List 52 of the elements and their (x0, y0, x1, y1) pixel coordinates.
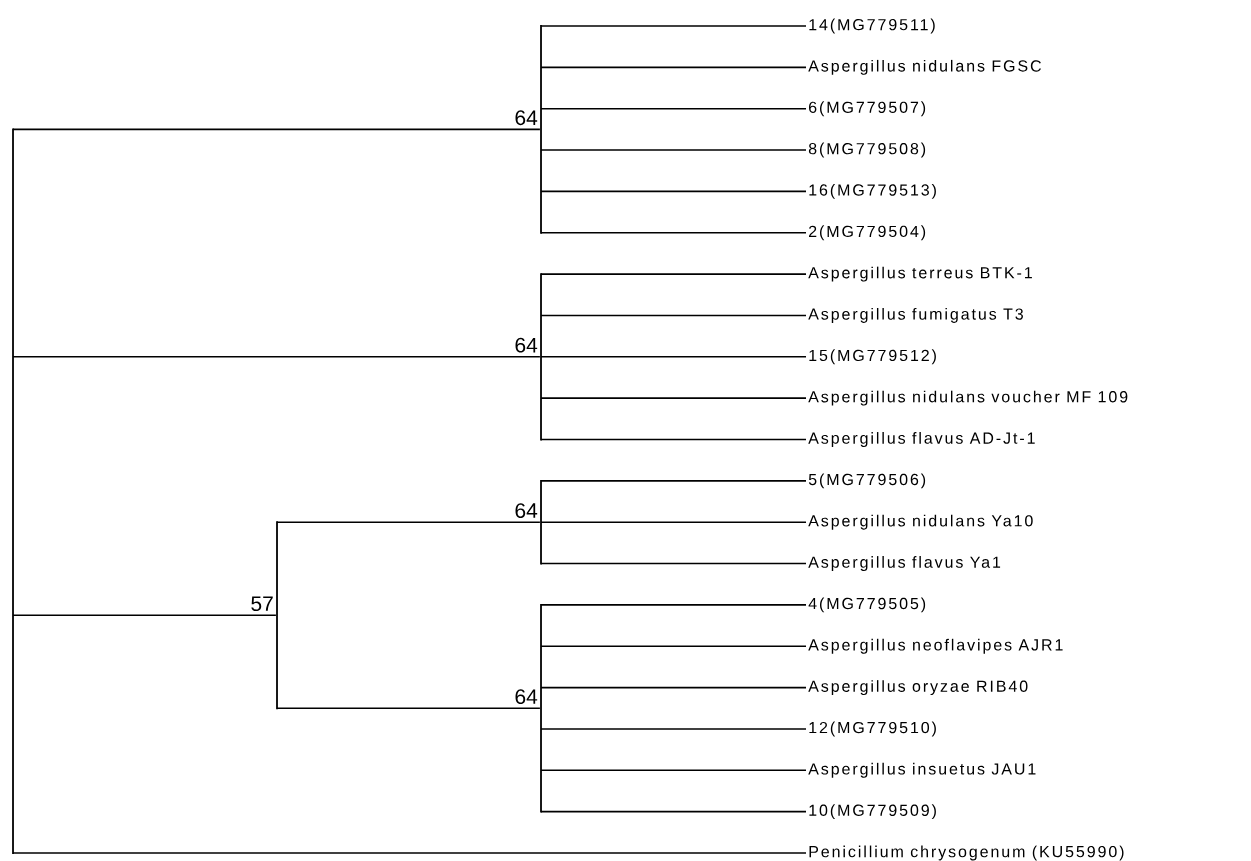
branch-line (276, 707, 541, 710)
branch-line (12, 356, 541, 358)
branch-line (540, 645, 807, 648)
bootstrap-value: 64 (515, 689, 538, 705)
taxon-label: 5(MG779506) (808, 473, 926, 489)
branch-line (540, 686, 807, 689)
branch-line (540, 66, 807, 69)
branch-line (12, 614, 277, 617)
taxon-label: Aspergillus nidulans Ya10 (808, 514, 1033, 530)
branch-line (276, 521, 541, 523)
taxon-label: Aspergillus flavus AD-Jt-1 (808, 432, 1035, 447)
branch-line (540, 769, 807, 772)
taxon-label: 8(MG779508) (808, 142, 926, 158)
branch-line (12, 128, 541, 131)
branch-line (540, 25, 807, 27)
bootstrap-value: 64 (515, 337, 538, 353)
branch-line (540, 438, 807, 441)
taxon-label: 10(MG779509) (809, 804, 936, 820)
branch-line (540, 190, 807, 193)
branch-line (540, 149, 807, 151)
bootstrap-value: 64 (515, 110, 538, 126)
taxon-label: 2(MG779504) (809, 225, 926, 241)
branch-line (540, 273, 807, 275)
branch-line (540, 562, 807, 565)
taxon-label: 12(MG779510) (809, 721, 936, 737)
taxon-label: Aspergillus oryzae RIB40 (808, 680, 1028, 696)
taxon-label: Aspergillus flavus Ya1 (808, 556, 1001, 571)
branch-line (540, 356, 807, 358)
taxon-label: Aspergillus insuetus JAU1 (808, 762, 1036, 778)
taxon-label: 6(MG779507) (809, 101, 926, 117)
taxon-label: 14(MG779511) (809, 18, 935, 34)
branch-line (540, 231, 807, 234)
taxon-label: Aspergillus fumigatus T3 (808, 308, 1023, 323)
bootstrap-value: 64 (515, 503, 538, 518)
taxon-label: Aspergillus neoflavipes AJR1 (808, 638, 1063, 654)
branch-line (540, 728, 807, 730)
taxon-label: Aspergillus terreus BTK-1 (808, 266, 1032, 282)
branch-line (540, 107, 807, 110)
branch-line (540, 397, 807, 399)
branch-line (12, 852, 807, 854)
bootstrap-value: 57 (251, 596, 273, 612)
taxon-label: Aspergillus nidulans FGSC (808, 59, 1041, 75)
branch-line (540, 521, 807, 523)
taxon-label: 15(MG779512) (809, 349, 936, 365)
branch-line (540, 480, 807, 482)
taxon-label: Aspergillus nidulans voucher MF 109 (808, 390, 1128, 406)
taxon-label: 4(MG779505) (808, 597, 926, 613)
taxon-label: Penicillium chrysogenum (KU55990) (809, 845, 1124, 861)
branch-line (540, 604, 807, 606)
taxon-label: 16(MG779513) (809, 183, 936, 199)
branch-line (540, 314, 807, 317)
branch-line (540, 810, 807, 813)
